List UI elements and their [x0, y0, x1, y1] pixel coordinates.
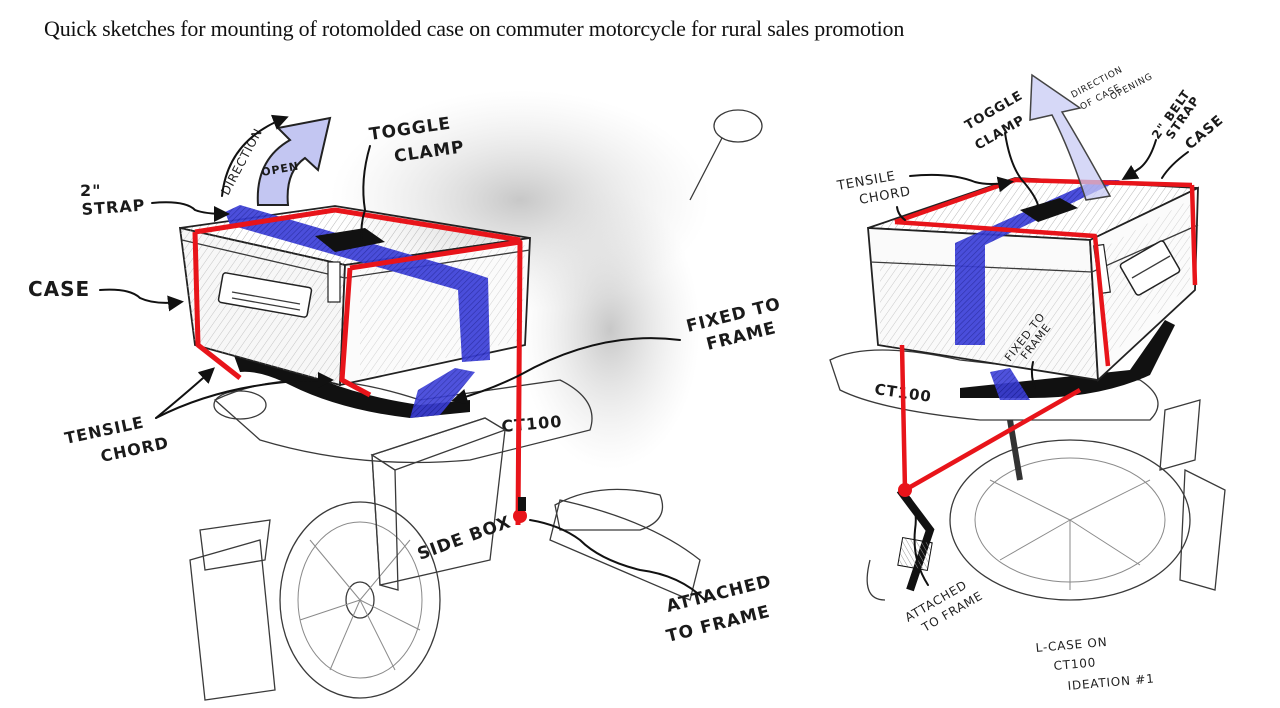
tensile-chord-leader-b	[155, 372, 334, 419]
left-strap-lower	[410, 368, 475, 418]
fixed-to-frame-leader	[451, 337, 681, 405]
rear-wheel	[279, 501, 441, 699]
belt-strap-leader	[1121, 139, 1157, 181]
caption-line-3: IDEATION #1	[1067, 671, 1155, 693]
kick-lever	[866, 559, 886, 601]
right-rear-body	[829, 349, 1159, 421]
case-handle-icon	[217, 272, 313, 318]
chord-hook	[518, 497, 526, 511]
toggle-clamp-leader	[360, 145, 371, 241]
mirror-icon	[689, 109, 763, 201]
right-mount-bracket	[960, 320, 1175, 398]
right-tensile-chord-leader-a	[909, 173, 1014, 193]
case-latch	[327, 261, 341, 303]
right-chord-anchor	[898, 483, 912, 497]
left-sketch: CT100 SIDE BOX	[28, 90, 783, 701]
tail-light	[213, 390, 267, 420]
left-open-arrow-icon: OPEN	[256, 116, 332, 206]
caption-line-2: CT100	[1053, 655, 1097, 673]
right-mudflap	[1179, 468, 1226, 591]
right-tensile-chord	[894, 177, 1198, 492]
right-number-plate	[1159, 399, 1201, 471]
right-case-handle-icon	[1119, 240, 1181, 296]
tensile-chord-leader-a	[155, 367, 215, 419]
chord-anchor	[513, 509, 527, 523]
left-tensile-chord	[192, 207, 523, 526]
slide-title: Quick sketches for mounting of rotomolde…	[44, 16, 905, 41]
direction-arc-icon	[221, 114, 289, 197]
right-toggle-clamp-leader	[1004, 132, 1039, 206]
case-leader	[99, 288, 184, 312]
attached-to-frame-leader	[529, 519, 706, 601]
strap-leader	[151, 201, 230, 222]
rider-leg-shading	[520, 190, 700, 470]
right-toggle-clamp	[1020, 198, 1078, 222]
right-attached-to-frame-leader	[909, 497, 929, 586]
right-open-arrow-icon	[1029, 73, 1112, 201]
case-label: CASE	[28, 277, 90, 301]
exhaust	[549, 499, 701, 601]
right-fixed-to-frame-leader	[1030, 361, 1036, 389]
rider-shoe	[554, 488, 664, 531]
mudflap	[189, 539, 276, 701]
strap-label-1: 2"	[80, 181, 101, 200]
side-box-label: SIDE BOX	[415, 512, 514, 564]
right-sketch: CT100	[829, 65, 1227, 693]
strap-label-2: STRAP	[81, 196, 146, 219]
right-belt-strap-lower	[990, 368, 1030, 400]
left-toggle-clamp	[315, 228, 385, 252]
caption-line-1: L-CASE ON	[1035, 635, 1108, 655]
right-tensile-chord-leader-b	[896, 206, 906, 221]
right-case-leader	[1161, 151, 1189, 179]
right-rear-wheel	[949, 439, 1191, 601]
side-box: SIDE BOX	[370, 417, 514, 591]
number-plate	[199, 519, 271, 571]
